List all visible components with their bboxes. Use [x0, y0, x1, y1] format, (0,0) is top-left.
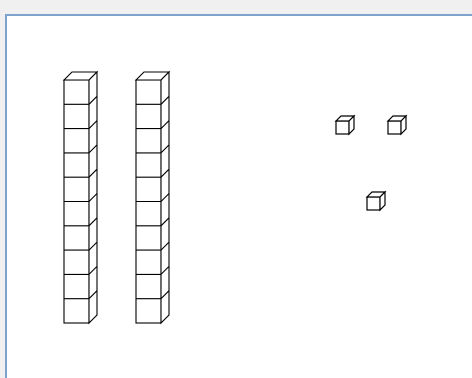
unit-cube	[336, 116, 354, 134]
unit-cube	[388, 116, 406, 134]
tens-rod	[136, 72, 169, 323]
cube-front-face	[367, 197, 380, 210]
tens-rod	[64, 72, 97, 323]
cube-front-face	[336, 121, 349, 134]
cube-front-face	[388, 121, 401, 134]
unit-cube	[367, 192, 385, 210]
